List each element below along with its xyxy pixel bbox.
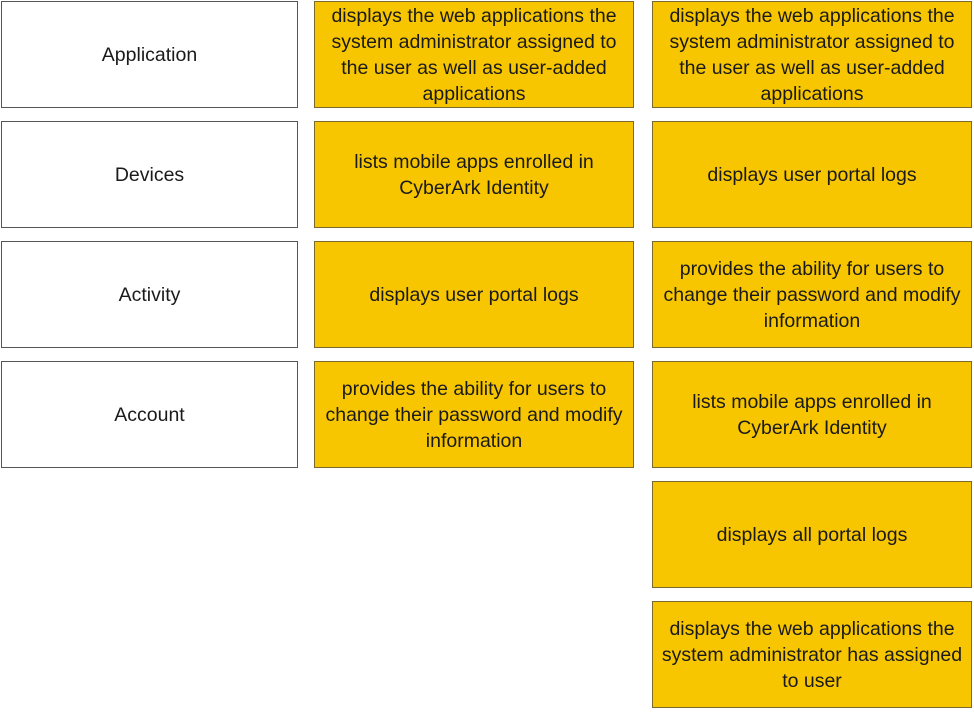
answer-option[interactable]: displays all portal logs bbox=[652, 481, 972, 588]
answer-text: displays the web applications the system… bbox=[669, 4, 955, 105]
answer-text: displays the web applications the system… bbox=[661, 617, 963, 692]
target-label-account: Account bbox=[1, 361, 298, 468]
answer-text: displays all portal logs bbox=[716, 523, 908, 546]
answer-option[interactable]: displays the web applications the system… bbox=[652, 601, 972, 708]
placed-answer-devices[interactable]: lists mobile apps enrolled in CyberArk I… bbox=[314, 121, 634, 228]
answer-text: lists mobile apps enrolled in CyberArk I… bbox=[692, 390, 932, 439]
answer-option[interactable]: displays the web applications the system… bbox=[652, 1, 972, 108]
answer-text: displays the web applications the system… bbox=[331, 4, 617, 105]
answer-option[interactable]: provides the ability for users to change… bbox=[652, 241, 972, 348]
target-label-devices: Devices bbox=[1, 121, 298, 228]
target-label-application: Application bbox=[1, 1, 298, 108]
answer-text: provides the ability for users to change… bbox=[325, 377, 623, 452]
target-label-text: Activity bbox=[118, 283, 181, 306]
answer-text: provides the ability for users to change… bbox=[663, 257, 961, 332]
placed-answer-application[interactable]: displays the web applications the system… bbox=[314, 1, 634, 108]
answer-option[interactable]: displays user portal logs bbox=[652, 121, 972, 228]
target-label-activity: Activity bbox=[1, 241, 298, 348]
answer-text: displays user portal logs bbox=[369, 283, 579, 306]
target-label-text: Application bbox=[101, 43, 198, 66]
answer-text: displays user portal logs bbox=[707, 163, 917, 186]
target-label-text: Account bbox=[114, 403, 185, 426]
placed-answer-account[interactable]: provides the ability for users to change… bbox=[314, 361, 634, 468]
placed-answer-activity[interactable]: displays user portal logs bbox=[314, 241, 634, 348]
answer-text: lists mobile apps enrolled in CyberArk I… bbox=[354, 150, 594, 199]
answer-option[interactable]: lists mobile apps enrolled in CyberArk I… bbox=[652, 361, 972, 468]
target-label-text: Devices bbox=[114, 163, 185, 186]
